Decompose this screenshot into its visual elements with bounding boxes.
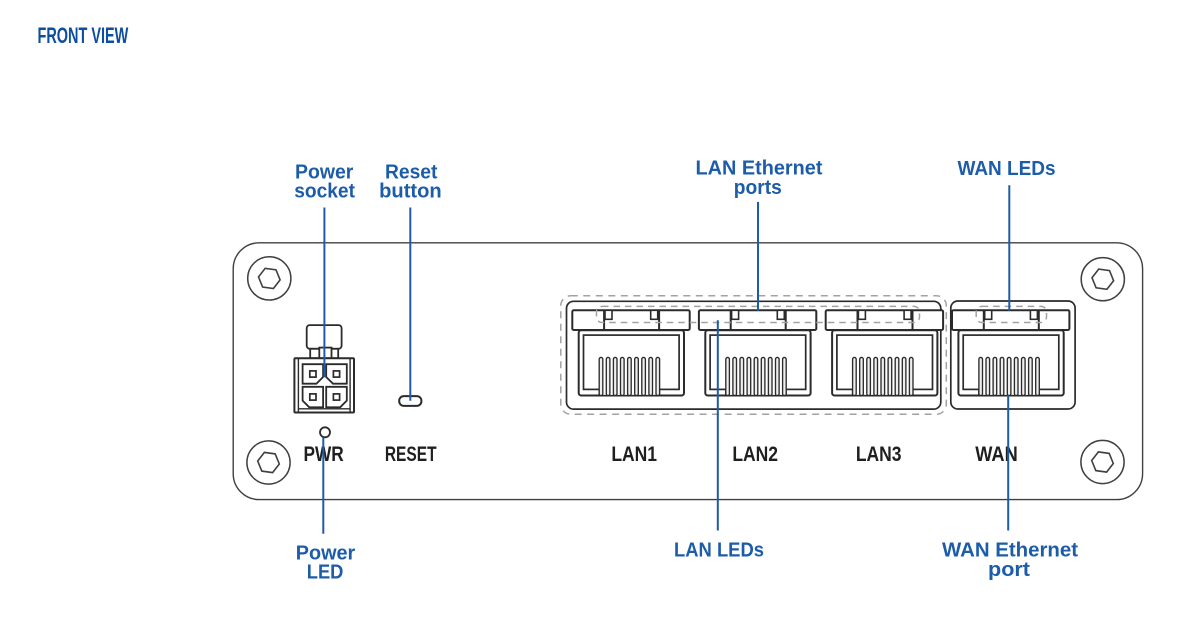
svg-text:LAN3: LAN3 [856,441,902,466]
svg-text:LAN LEDs: LAN LEDs [674,540,764,562]
svg-text:Power: Power [296,542,356,564]
svg-text:port: port [988,559,1030,581]
svg-text:button: button [379,181,442,203]
svg-text:RESET: RESET [385,441,437,466]
svg-text:LAN2: LAN2 [732,441,778,466]
svg-text:ports: ports [734,177,782,199]
svg-text:socket: socket [294,181,355,203]
svg-text:WAN: WAN [975,441,1018,466]
svg-text:Power: Power [295,161,353,183]
svg-text:Reset: Reset [385,161,438,183]
svg-text:FRONT VIEW: FRONT VIEW [38,23,129,48]
svg-text:WAN Ethernet: WAN Ethernet [942,540,1078,562]
svg-text:LAN1: LAN1 [611,441,657,466]
svg-text:WAN LEDs: WAN LEDs [958,158,1056,180]
svg-text:LAN Ethernet: LAN Ethernet [696,157,823,179]
svg-text:LED: LED [307,562,344,584]
